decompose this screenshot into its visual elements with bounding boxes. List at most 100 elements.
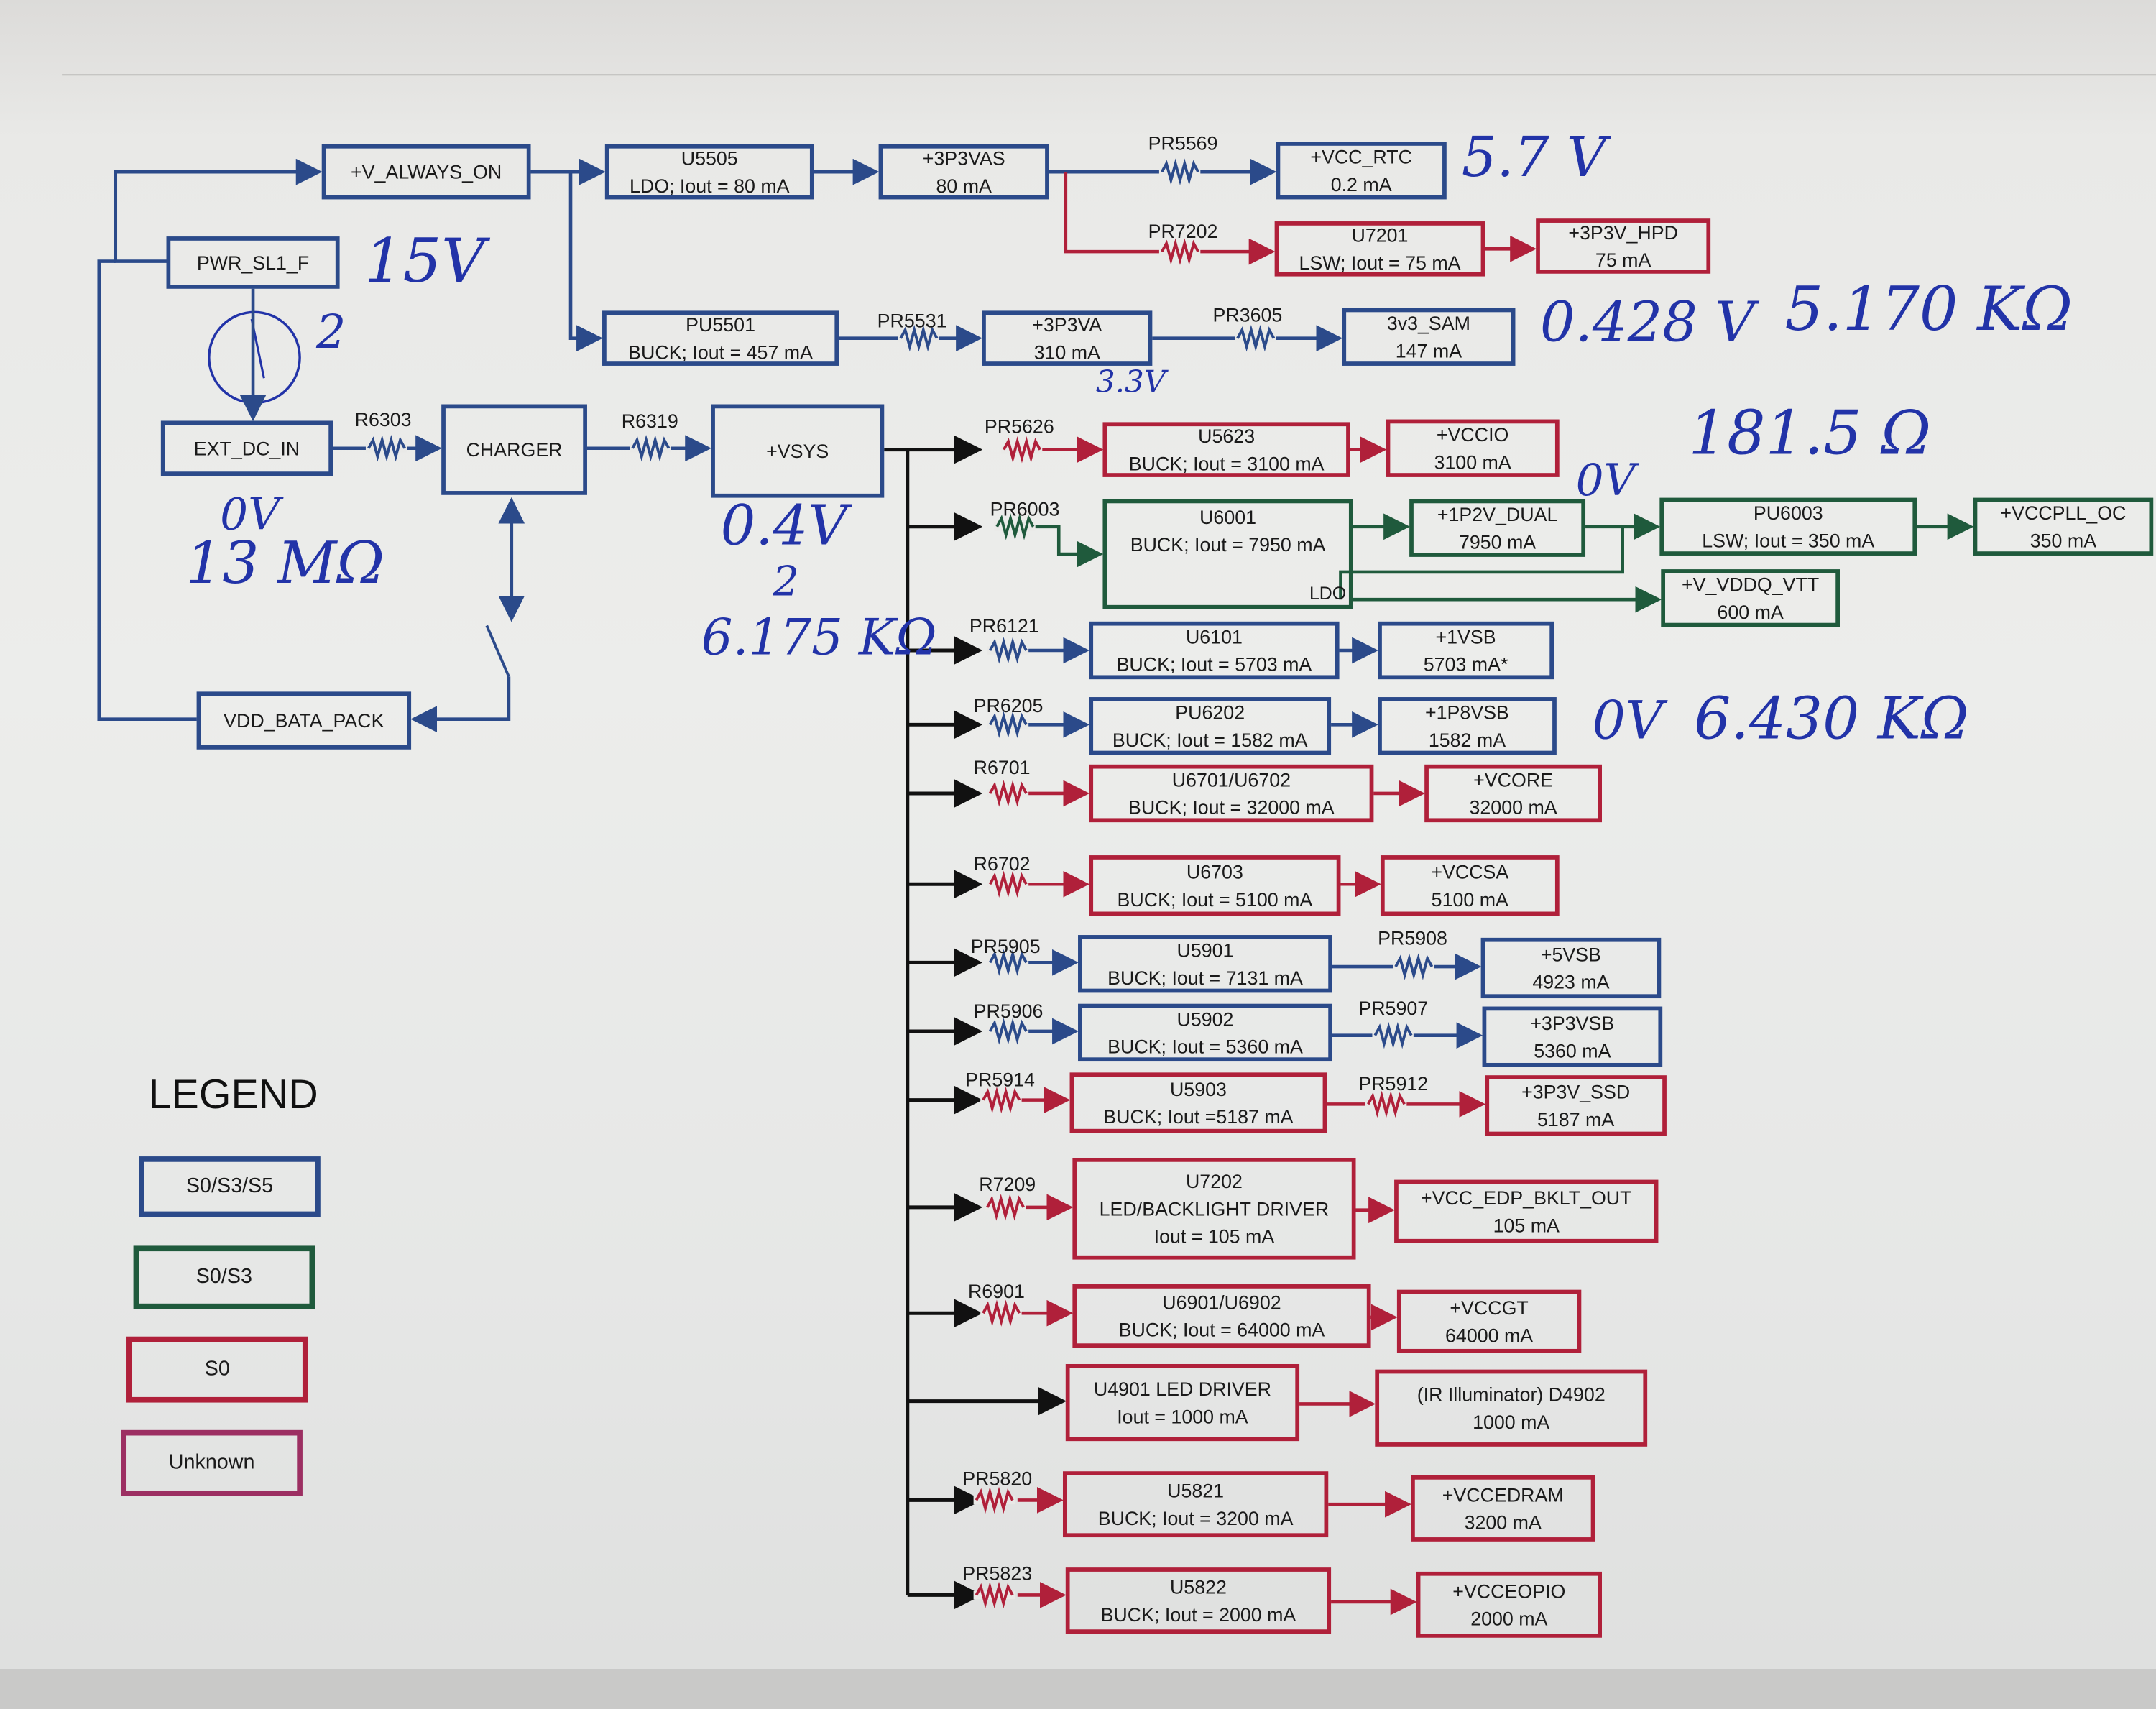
resistor-label-pr5823: PR5823 bbox=[962, 1562, 1033, 1585]
block-name: +V_ALWAYS_ON bbox=[351, 160, 502, 183]
resistor-label-pr5626: PR5626 bbox=[984, 415, 1054, 438]
block-name: U5623 bbox=[1198, 425, 1256, 447]
resistor-icon bbox=[1161, 158, 1199, 185]
resistor-icon bbox=[988, 637, 1028, 664]
block-detail: 4923 mA bbox=[1532, 970, 1610, 993]
resistor-icon bbox=[1373, 1022, 1413, 1049]
block-detail: 5360 mA bbox=[1534, 1039, 1611, 1062]
block-name: PU5501 bbox=[686, 313, 755, 336]
block-name: +VCCGT bbox=[1450, 1296, 1529, 1319]
paper-bottom-edge bbox=[0, 1669, 2156, 1709]
block-detail: LSW; Iout = 350 mA bbox=[1702, 529, 1875, 552]
legend-label: S0 bbox=[204, 1357, 230, 1381]
wire bbox=[410, 676, 511, 733]
resistor-label-pr7202: PR7202 bbox=[1148, 220, 1218, 242]
block-name: +VSYS bbox=[766, 440, 829, 462]
block-name: U5901 bbox=[1176, 939, 1234, 962]
block-name: U6101 bbox=[1185, 625, 1243, 648]
wire-pwr-to-always-on bbox=[114, 158, 323, 263]
block-detail: 350 mA bbox=[2030, 529, 2097, 552]
block-name: PU6003 bbox=[1753, 502, 1823, 524]
handwritten-note-pwr-voltage: 15V bbox=[364, 226, 485, 298]
block-detail: BUCK; Iout = 1582 mA bbox=[1112, 729, 1308, 751]
block-vccgt: +VCCGT 64000 mA bbox=[1396, 1289, 1582, 1353]
legend-item-s0-s3: S0/S3 bbox=[133, 1245, 315, 1309]
handwritten-note-vsys-mark: 2 bbox=[773, 558, 799, 607]
block-detail: BUCK; Iout = 7131 mA bbox=[1107, 967, 1303, 989]
block-pwr-sl1-f: PWR_SL1_F bbox=[166, 236, 340, 289]
block-detail: Iout = 105 mA bbox=[1153, 1225, 1275, 1248]
resistor-label-r6701: R6701 bbox=[973, 756, 1031, 778]
block-detail: 1000 mA bbox=[1473, 1411, 1550, 1433]
block-detail: 600 mA bbox=[1717, 601, 1784, 623]
block-detail: Iout = 1000 mA bbox=[1117, 1405, 1248, 1428]
legend-title: LEGEND bbox=[148, 1072, 318, 1118]
handwritten-note-vsys-resistance: 6.175 KΩ bbox=[701, 610, 937, 667]
handwritten-note-vsys-voltage: 0.4V bbox=[720, 494, 848, 558]
resistor-icon bbox=[1236, 324, 1276, 352]
block-detail: BUCK; Iout = 5360 mA bbox=[1107, 1035, 1303, 1058]
resistor-icon bbox=[1161, 238, 1199, 265]
resistor-icon bbox=[975, 1581, 1014, 1609]
block-detail: 105 mA bbox=[1493, 1214, 1560, 1237]
block-detail: 7950 mA bbox=[1458, 530, 1537, 553]
block-detail: LED/BACKLIGHT DRIVER bbox=[1099, 1197, 1330, 1220]
block-name: U6001 bbox=[1199, 506, 1257, 528]
block-detail: 0.2 mA bbox=[1330, 173, 1392, 195]
block-name: U5821 bbox=[1167, 1479, 1225, 1502]
block-name: +VCCIO bbox=[1436, 423, 1509, 446]
block-detail: 80 mA bbox=[936, 174, 992, 197]
block-name: (IR Illuminator) D4902 bbox=[1416, 1383, 1606, 1406]
resistor-label-r6303: R6303 bbox=[354, 408, 412, 430]
resistor-label-pr6205: PR6205 bbox=[973, 694, 1044, 717]
block-detail: BUCK; Iout = 457 mA bbox=[628, 341, 813, 364]
block-name: EXT_DC_IN bbox=[193, 437, 300, 460]
block-detail: BUCK; Iout = 5703 mA bbox=[1116, 653, 1312, 676]
legend-item-unknown: Unknown bbox=[121, 1429, 303, 1496]
resistor-label-pr5906: PR5906 bbox=[973, 999, 1044, 1022]
legend-label: Unknown bbox=[168, 1450, 255, 1475]
legend-label: S0/S3 bbox=[195, 1265, 252, 1289]
resistor-icon bbox=[1003, 436, 1041, 464]
legend-label: S0/S3/S5 bbox=[185, 1174, 274, 1198]
handwritten-note-p3v3va-voltage: 3.3V bbox=[1095, 365, 1166, 400]
block-name: +VCORE bbox=[1473, 768, 1554, 791]
resistor-icon bbox=[975, 1486, 1014, 1514]
block-detail: BUCK; Iout = 3200 mA bbox=[1097, 1506, 1294, 1529]
block-detail: 5703 mA* bbox=[1423, 653, 1508, 676]
block-name: U4901 LED DRIVER bbox=[1093, 1378, 1271, 1400]
wire bbox=[1339, 526, 1624, 600]
resistor-label-pr5907: PR5907 bbox=[1358, 997, 1429, 1019]
resistor-label-pr6003: PR6003 bbox=[990, 497, 1060, 520]
block-name: U6701/U6702 bbox=[1171, 768, 1291, 791]
resistor-label-pr5905: PR5905 bbox=[970, 935, 1041, 957]
block-name: U6703 bbox=[1186, 860, 1243, 883]
block-name: +3P3VA bbox=[1032, 313, 1102, 336]
handwritten-note-sam-resistance: 5.170 KΩ bbox=[1784, 275, 2073, 346]
paper-edge-line bbox=[62, 74, 2156, 76]
block-detail: 64000 mA bbox=[1445, 1324, 1534, 1347]
resistor-label-pr5914: PR5914 bbox=[965, 1068, 1035, 1091]
block-name: PWR_SL1_F bbox=[196, 252, 310, 274]
block-name: +VCCSA bbox=[1431, 860, 1509, 883]
wire-battery-loop bbox=[97, 259, 197, 721]
